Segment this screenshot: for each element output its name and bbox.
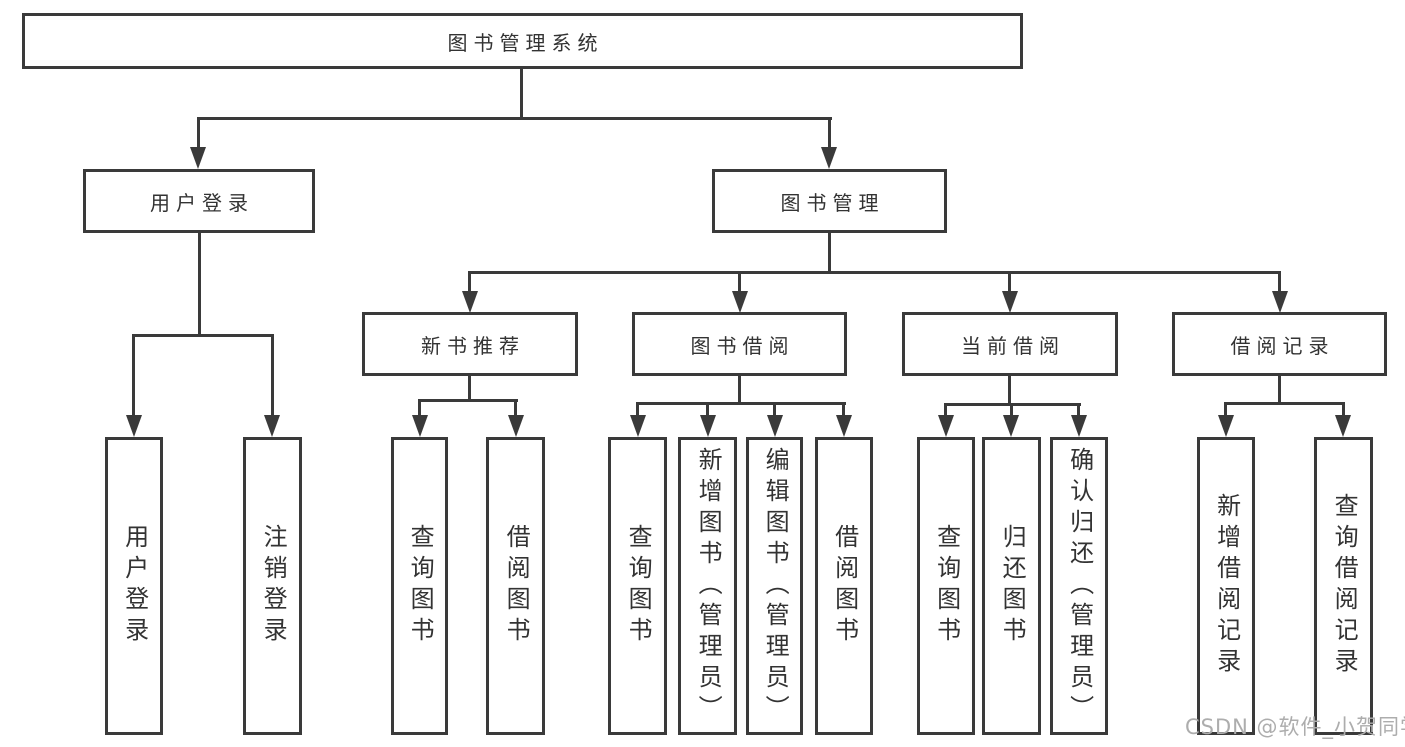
connector-stem <box>636 402 639 420</box>
connector-stem <box>1342 402 1345 420</box>
leaf-logout: 注销登录 <box>243 437 302 735</box>
connector-stem <box>198 233 201 337</box>
node-label: 查询图书 <box>932 524 961 648</box>
connector-stem <box>468 376 471 402</box>
node-label: 新增借阅记录 <box>1212 493 1241 679</box>
connector-stem <box>944 403 947 420</box>
arrowhead-icon <box>1335 415 1351 437</box>
arrowhead-icon <box>508 415 524 437</box>
node-label: 新增图书（管理员） <box>694 446 723 726</box>
leaf-query-book-recommend: 查询图书 <box>391 437 448 735</box>
node-label: 借阅图书 <box>830 524 859 648</box>
arrowhead-icon <box>938 415 954 437</box>
csdn-watermark: CSDN @软件_小贺同学 <box>1185 715 1405 739</box>
arrowhead-icon <box>126 415 142 437</box>
node-root: 图书管理系统 <box>22 13 1023 69</box>
connector-stem <box>514 399 517 420</box>
connector-stem <box>706 402 709 420</box>
node-borrow-record: 借阅记录 <box>1172 312 1387 376</box>
arrowhead-icon <box>836 415 852 437</box>
connector-stem <box>418 399 421 420</box>
connector-root-stem <box>520 69 523 119</box>
connector-level2-rail <box>197 117 832 120</box>
node-label: 图书管理 <box>780 190 885 215</box>
connector-stem <box>842 402 845 420</box>
arrowhead-icon <box>1218 415 1234 437</box>
arrowhead-icon <box>1002 291 1018 313</box>
arrowhead-icon <box>190 147 206 169</box>
connector-stem <box>773 402 776 420</box>
connector-stem <box>197 117 200 149</box>
arrowhead-icon <box>767 415 783 437</box>
leaf-edit-book-admin: 编辑图书（管理员） <box>746 437 803 735</box>
node-label: 用户登录 <box>120 524 149 648</box>
node-label: 归还图书 <box>998 524 1027 648</box>
arrowhead-icon <box>732 291 748 313</box>
node-label: 确认归还（管理员） <box>1065 446 1094 726</box>
leaf-query-book-current: 查询图书 <box>917 437 975 735</box>
node-label: 用户登录 <box>150 190 254 215</box>
node-label: 图书借阅 <box>690 333 795 358</box>
connector-stem <box>1008 376 1011 406</box>
connector-stem <box>271 334 274 420</box>
node-new-book-recommend: 新书推荐 <box>362 312 578 376</box>
leaf-add-borrow-record: 新增借阅记录 <box>1197 437 1255 735</box>
connector-stem <box>738 376 741 405</box>
leaf-borrow-book: 借阅图书 <box>815 437 873 735</box>
connector-stem <box>132 334 135 420</box>
connector-stem <box>738 271 741 295</box>
connector-stem <box>1010 403 1013 420</box>
node-label: 借阅记录 <box>1230 333 1335 358</box>
leaf-query-borrow-record: 查询借阅记录 <box>1314 437 1373 735</box>
connector-rail <box>636 402 846 405</box>
connector-rail <box>132 334 274 337</box>
leaf-user-login: 用户登录 <box>105 437 163 735</box>
node-label: 查询图书 <box>624 524 653 648</box>
node-label: 借阅图书 <box>502 524 531 648</box>
arrowhead-icon <box>700 415 716 437</box>
arrowhead-icon <box>1071 415 1087 437</box>
node-label: 注销登录 <box>259 524 288 648</box>
arrowhead-icon <box>630 415 646 437</box>
connector-stem <box>1278 271 1281 295</box>
leaf-add-book-admin: 新增图书（管理员） <box>678 437 737 735</box>
leaf-confirm-return-admin: 确认归还（管理员） <box>1050 437 1108 735</box>
connector-stem <box>1077 403 1080 420</box>
node-user-login: 用户登录 <box>83 169 315 233</box>
connector-stem <box>1278 376 1281 405</box>
connector-rail <box>1224 402 1345 405</box>
connector-stem <box>1008 271 1011 295</box>
node-label: 图书管理系统 <box>447 30 604 55</box>
arrowhead-icon <box>412 415 428 437</box>
arrowhead-icon <box>821 147 837 169</box>
connector-stem <box>828 233 831 274</box>
node-label: 编辑图书（管理员） <box>761 446 790 726</box>
leaf-query-book-borrow: 查询图书 <box>608 437 667 735</box>
arrowhead-icon <box>264 415 280 437</box>
connector-rail <box>418 399 518 402</box>
node-current-borrow: 当前借阅 <box>902 312 1118 376</box>
node-label: 当前借阅 <box>961 333 1065 358</box>
arrowhead-icon <box>1272 291 1288 313</box>
node-book-management: 图书管理 <box>712 169 947 233</box>
connector-stem <box>468 271 471 295</box>
node-book-borrow: 图书借阅 <box>632 312 847 376</box>
node-label: 查询图书 <box>406 524 435 648</box>
node-label: 查询借阅记录 <box>1330 493 1359 679</box>
connector-level3-rail <box>468 271 1281 274</box>
leaf-borrow-book-recommend: 借阅图书 <box>486 437 545 735</box>
node-label: 新书推荐 <box>421 333 525 358</box>
connector-stem <box>828 117 831 149</box>
arrowhead-icon <box>1003 415 1019 437</box>
arrowhead-icon <box>462 291 478 313</box>
leaf-return-book: 归还图书 <box>982 437 1041 735</box>
connector-stem <box>1224 402 1227 420</box>
